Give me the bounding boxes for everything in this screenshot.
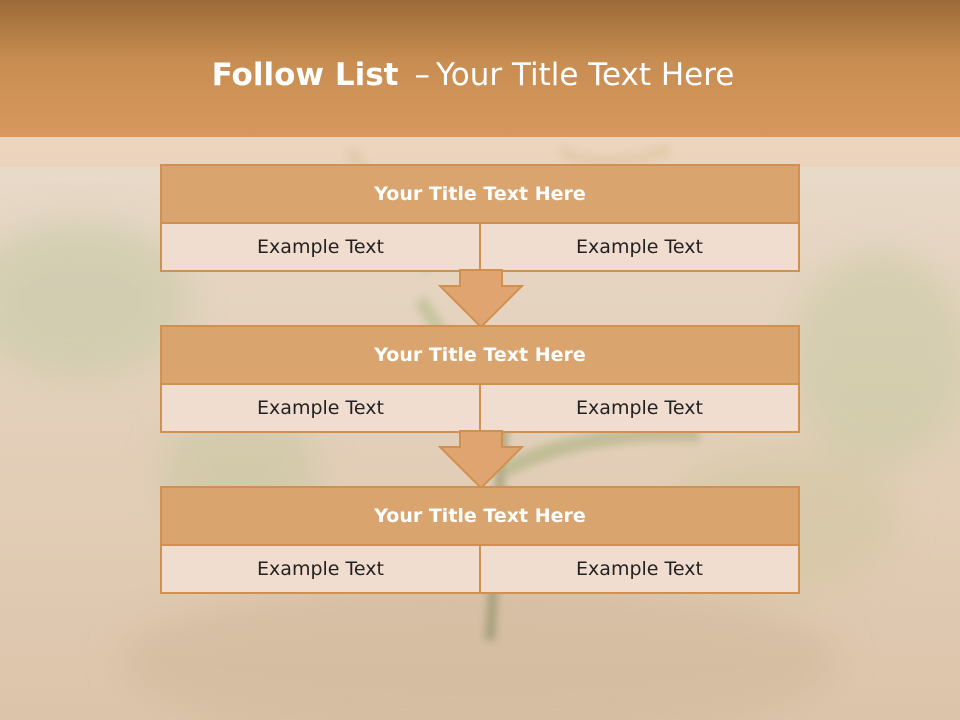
step-cell-left: Example Text	[162, 224, 481, 270]
step-title: Your Title Text Here	[162, 327, 798, 385]
step-row: Example Text Example Text	[162, 224, 798, 270]
step-row: Example Text Example Text	[162, 546, 798, 592]
down-arrow-icon	[438, 269, 524, 329]
header-bar: Follow List–Your Title Text Here	[0, 0, 960, 137]
header-strip	[0, 137, 960, 167]
title-separator: –	[414, 57, 430, 93]
step-cell-right: Example Text	[576, 558, 703, 580]
step-cell-left: Example Text	[162, 546, 481, 592]
title-bold: Follow List	[211, 57, 399, 93]
step-cell-right: Example Text	[576, 397, 703, 419]
step-cell-right: Example Text	[576, 236, 703, 258]
title-rest: Your Title Text Here	[435, 57, 735, 93]
step-box-1: Your Title Text Here Example Text Exampl…	[160, 164, 800, 272]
step-cell-left: Example Text	[162, 385, 481, 431]
page-title: Follow List–Your Title Text Here	[0, 52, 946, 98]
step-box-2: Your Title Text Here Example Text Exampl…	[160, 325, 800, 433]
down-arrow-icon	[438, 430, 524, 490]
step-box-3: Your Title Text Here Example Text Exampl…	[160, 486, 800, 594]
step-title: Your Title Text Here	[162, 488, 798, 546]
step-title: Your Title Text Here	[162, 166, 798, 224]
step-row: Example Text Example Text	[162, 385, 798, 431]
